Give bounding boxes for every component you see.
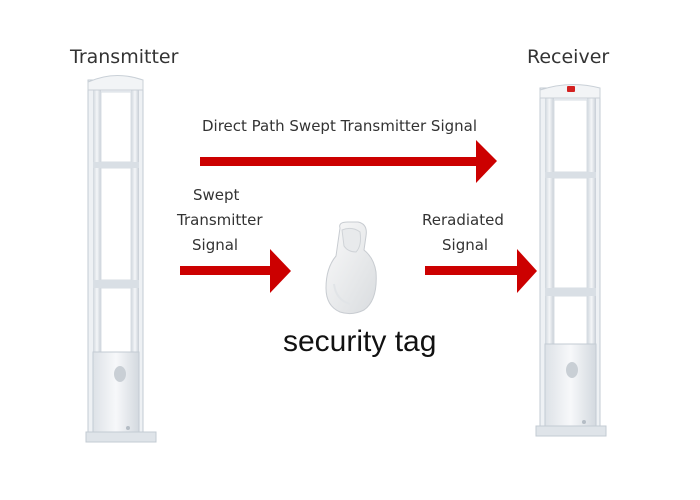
transmitter-label: Transmitter — [70, 46, 179, 68]
receiver-antenna — [535, 84, 607, 437]
security-tag-icon — [325, 221, 377, 315]
direct-path-label: Direct Path Swept Transmitter Signal — [202, 117, 478, 135]
swept-label-line-2: Transmitter — [177, 211, 263, 229]
indicator-light-icon — [567, 86, 575, 92]
reradiated-label-line-1: Reradiated — [422, 211, 504, 229]
reradiated-signal-arrow — [425, 249, 537, 293]
direct-path-arrow — [200, 140, 497, 183]
swept-label-line-3: Signal — [192, 236, 239, 254]
security-tag-label: security tag — [283, 325, 437, 358]
reradiated-label-line-2: Signal — [442, 236, 489, 254]
swept-label-line-1: Swept — [193, 186, 240, 204]
receiver-label: Receiver — [527, 46, 610, 68]
transmitter-antenna — [85, 75, 157, 443]
swept-signal-arrow — [180, 249, 291, 293]
